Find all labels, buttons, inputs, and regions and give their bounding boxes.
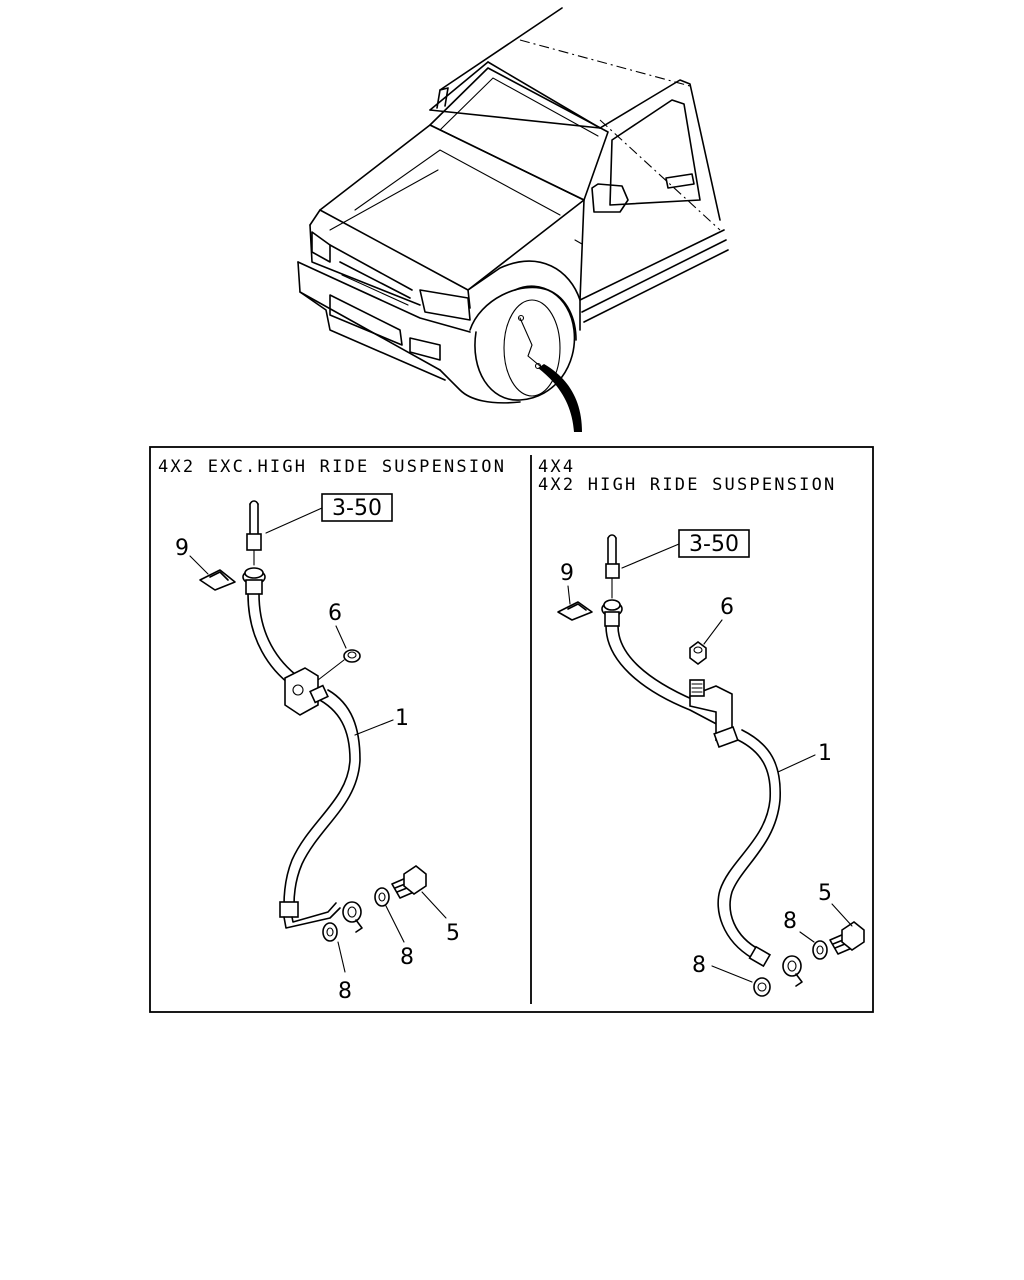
left-panel: 4X2 EXC.HIGH RIDE SUSPENSION 3-50 9 bbox=[158, 457, 506, 1004]
left-washer-part-8b bbox=[374, 887, 390, 907]
left-banjo-fitting bbox=[342, 901, 363, 933]
right-brake-pipe bbox=[605, 534, 620, 599]
right-label-9: 9 bbox=[560, 561, 574, 586]
right-bolt-part-5 bbox=[829, 921, 865, 955]
left-label-1: 1 bbox=[395, 706, 409, 731]
left-ref-label: 3-50 bbox=[332, 496, 382, 521]
right-label-1: 1 bbox=[818, 741, 832, 766]
right-label-5: 5 bbox=[818, 881, 832, 906]
left-brake-pipe bbox=[246, 500, 262, 566]
left-label-8a: 8 bbox=[338, 979, 352, 1004]
right-brake-hose-part-1 bbox=[605, 625, 781, 968]
left-label-6: 6 bbox=[328, 601, 342, 626]
right-nut-part-6 bbox=[689, 641, 707, 665]
left-bolt-part-5 bbox=[391, 865, 427, 899]
right-hose-bracket bbox=[689, 679, 739, 749]
left-ref-leader bbox=[265, 507, 323, 534]
right-panel: 4X4 4X2 HIGH RIDE SUSPENSION 3-50 9 bbox=[538, 457, 865, 997]
right-panel-header-line1: 4X4 bbox=[538, 457, 575, 477]
right-banjo-fitting bbox=[782, 955, 803, 987]
left-label-8b: 8 bbox=[400, 945, 414, 970]
left-brake-hose-part-1 bbox=[247, 593, 361, 929]
left-ref-box bbox=[321, 493, 393, 522]
left-label-9: 9 bbox=[175, 536, 189, 561]
left-panel-header: 4X2 EXC.HIGH RIDE SUSPENSION bbox=[158, 457, 506, 477]
truck-illustration bbox=[297, 7, 729, 432]
left-washer-part-8a bbox=[322, 922, 338, 942]
left-nut-part-6 bbox=[317, 649, 361, 681]
right-label-6: 6 bbox=[720, 595, 734, 620]
detail-frame bbox=[149, 446, 874, 1013]
right-ref-box bbox=[678, 529, 750, 558]
right-ref-leader bbox=[621, 543, 680, 569]
right-hose-upper-fitting bbox=[601, 599, 623, 627]
left-hose-upper-fitting bbox=[242, 567, 266, 595]
left-clip-part-9 bbox=[199, 569, 236, 591]
right-washer-part-8b bbox=[812, 940, 828, 960]
right-label-8a: 8 bbox=[692, 953, 706, 978]
right-washer-part-8a bbox=[753, 977, 771, 997]
right-ref-label: 3-50 bbox=[689, 532, 739, 557]
right-label-8b: 8 bbox=[783, 909, 797, 934]
left-hose-bracket bbox=[284, 667, 329, 716]
right-clip-part-9 bbox=[557, 601, 593, 621]
left-label-5: 5 bbox=[446, 921, 460, 946]
right-panel-header-line2: 4X2 HIGH RIDE SUSPENSION bbox=[538, 475, 836, 495]
